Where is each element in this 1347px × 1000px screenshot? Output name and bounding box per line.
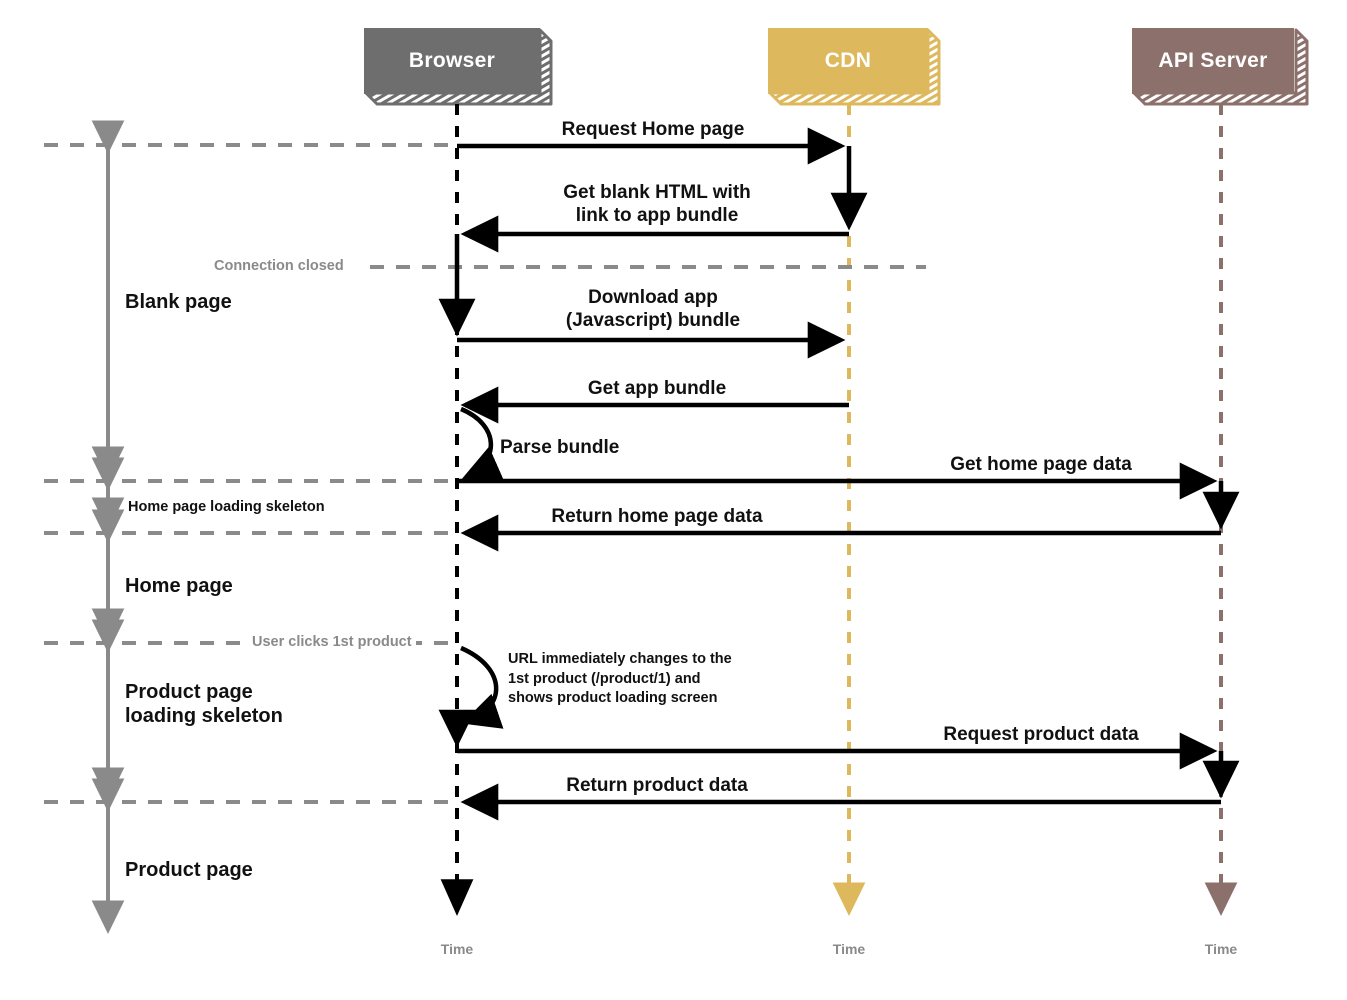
message-label-get-blank-html: Get blank HTML with link to app bundle xyxy=(563,182,751,227)
message-label-return-home-page-data: Return home page data xyxy=(551,506,763,527)
message-label-download-app-bundle: Download app (Javascript) bundle xyxy=(565,287,741,332)
message-label-return-product-data: Return product data xyxy=(566,775,748,796)
phase-label-product-page: Product page xyxy=(125,859,253,881)
message-label-get-home-page-data: Get home page data xyxy=(950,454,1132,475)
marker-label-connection-closed: Connection closed xyxy=(210,258,348,274)
phase-label-blank-page: Blank page xyxy=(125,291,232,313)
note-url-change: URL immediately changes to the 1st produ… xyxy=(508,651,732,707)
message-label-parse-bundle: Parse bundle xyxy=(500,437,620,458)
message-label-request-product-data: Request product data xyxy=(943,724,1139,745)
time-label-cdn: Time xyxy=(832,941,866,957)
time-label-browser: Time xyxy=(440,941,474,957)
time-label-api: Time xyxy=(1204,941,1238,957)
phase-label-home-page: Home page xyxy=(125,575,233,597)
marker-label-user-clicks-product: User clicks 1st product xyxy=(248,634,416,650)
message-label-get-app-bundle: Get app bundle xyxy=(587,378,727,399)
message-arrow-parse-bundle xyxy=(460,406,504,481)
actor-box-browser xyxy=(364,28,553,106)
phase-label-home-skeleton: Home page loading skeleton xyxy=(128,499,325,515)
phase-label-product-skeleton: Product page loading skeleton xyxy=(125,681,283,727)
actor-box-cdn xyxy=(768,28,941,106)
message-arrow-url-change-loop xyxy=(460,645,504,729)
actor-box-api xyxy=(1132,28,1309,106)
message-label-request-home-page: Request Home page xyxy=(561,119,745,140)
